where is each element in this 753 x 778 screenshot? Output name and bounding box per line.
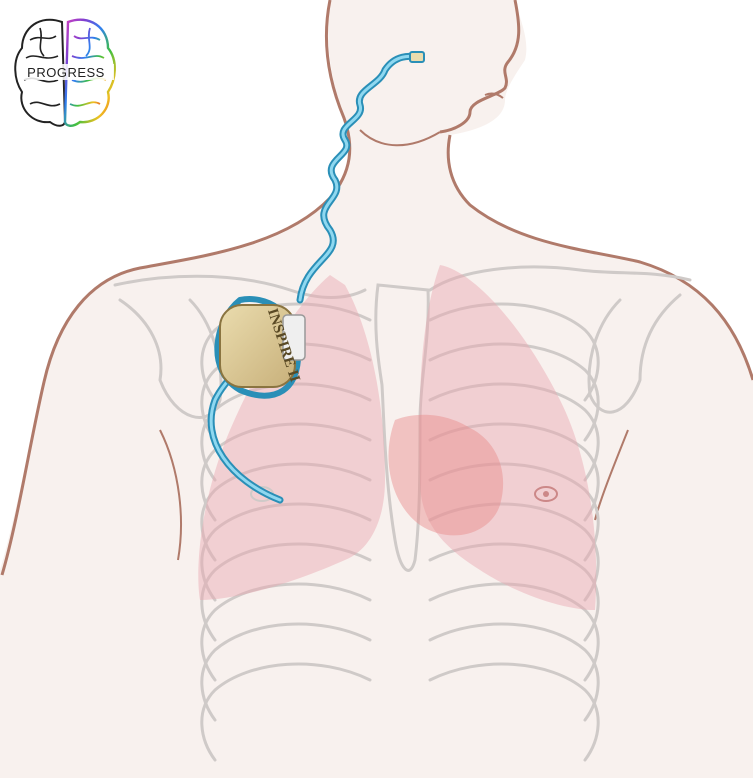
lead-tip-electrode <box>410 52 424 62</box>
logo-wordmark: PROGRESS <box>27 65 105 80</box>
nipple-right-center <box>543 491 549 497</box>
progress-logo: PROGRESS <box>15 20 115 126</box>
neurostimulator-device: INSPIRE II <box>220 305 305 387</box>
